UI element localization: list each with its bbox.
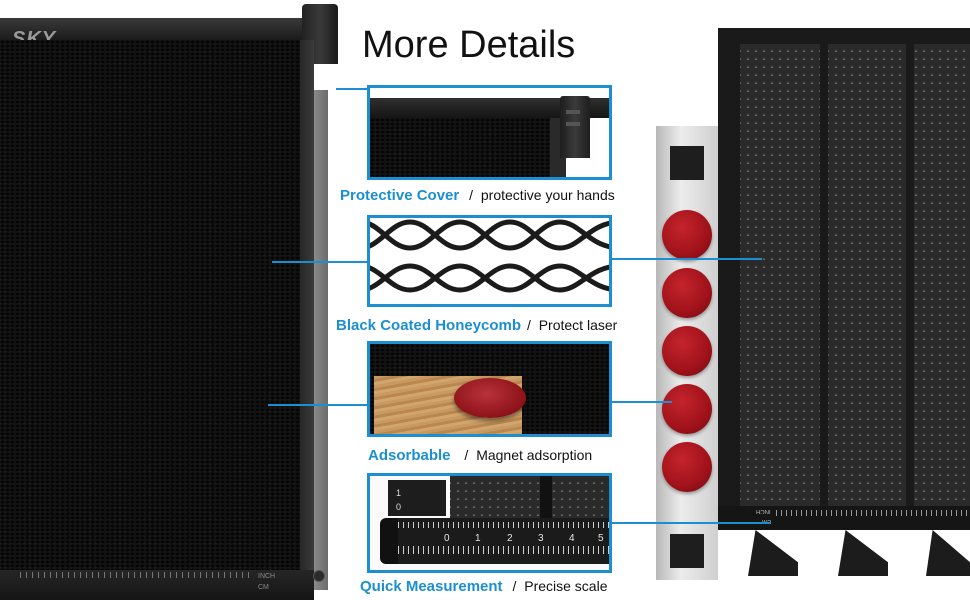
magnet-icon [662, 384, 712, 434]
magnet-icon [662, 268, 712, 318]
magnet-icon [662, 326, 712, 376]
feature-image-protective-cover [367, 85, 612, 180]
left-unit-cm: CM [258, 584, 269, 591]
feature-desc: Magnet adsorption [476, 447, 593, 463]
feature-title: Black Coated Honeycomb [336, 317, 522, 334]
feature-image-honeycomb [367, 215, 612, 307]
foot-support [748, 530, 798, 576]
right-honeycomb-mesh [740, 44, 970, 506]
left-screw [313, 570, 325, 582]
connector-line [272, 261, 368, 263]
magnet-icon [662, 442, 712, 492]
feature-caption-measurement: Quick Measurement / Precise scale [360, 578, 608, 595]
left-unit-inch: INCH [258, 573, 276, 580]
plate-square-top [670, 146, 704, 180]
connector-line [336, 88, 368, 90]
right-honeycomb-panel: INCH CM [656, 28, 970, 588]
feature-caption-protective-cover: Protective Cover / protective your hands [340, 187, 615, 204]
left-honeycomb-panel: SKY INCH CM [0, 4, 338, 600]
foot-support [838, 530, 888, 576]
magnet-icon [454, 378, 526, 418]
magnet-icon [662, 210, 712, 260]
page-title: More Details [362, 24, 576, 66]
left-side-ruler [314, 90, 328, 590]
left-bottom-scale [20, 572, 250, 578]
feature-caption-honeycomb: Black Coated Honeycomb / Protect laser [336, 317, 618, 334]
feature-title: Protective Cover [340, 187, 460, 204]
feature-desc: Protect laser [538, 317, 618, 333]
right-unit-inch: INCH [756, 508, 771, 514]
feature-desc: protective your hands [480, 187, 615, 203]
feature-title: Adsorbable [368, 447, 451, 464]
feature-desc: Precise scale [524, 578, 608, 594]
left-side-rail [300, 40, 314, 600]
feature-caption-adsorbable: Adsorbable / Magnet adsorption [368, 447, 593, 464]
feature-title: Quick Measurement [360, 578, 503, 595]
connector-line [268, 404, 368, 406]
left-top-rail [0, 18, 330, 40]
connector-line [612, 258, 762, 260]
plate-square-bottom [670, 534, 704, 568]
foot-support [926, 530, 970, 576]
connector-line [612, 522, 770, 524]
honeycomb-closeup-svg [370, 219, 609, 293]
small-vertical-ruler [388, 480, 446, 516]
feature-image-measurement: 1 0 0 1 2 3 4 5 [367, 473, 612, 573]
feature-image-adsorbable [367, 341, 612, 437]
left-honeycomb-mesh [0, 40, 300, 580]
connector-line [612, 401, 672, 403]
